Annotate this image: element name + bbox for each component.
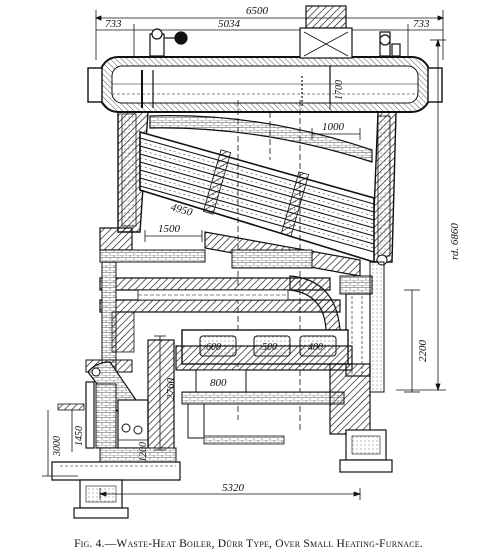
figure-caption-text: Fig. 4.—Waste-Heat Boiler, Dürr Type, Ov… <box>74 538 423 550</box>
dim-top-right: 733 <box>413 18 430 30</box>
dim-flue-height: 1450 <box>74 426 85 446</box>
furnace-ports <box>175 329 371 439</box>
overall-height-dimension <box>396 38 446 392</box>
dim-header-span: 1500 <box>158 223 181 235</box>
left-flue <box>57 339 177 463</box>
dimension-labels: 733 5034 6500 733 1700 1000 4950 1500 rd… <box>52 5 461 494</box>
dim-port-2: 500 <box>262 342 277 353</box>
furnace-setting <box>99 227 385 393</box>
dim-base-length: 5320 <box>222 482 245 494</box>
dim-top-overall: 6500 <box>246 5 269 17</box>
upper-dimension-lines <box>144 66 361 242</box>
dim-drum-height: 1700 <box>334 80 345 100</box>
front-header <box>371 111 397 266</box>
dim-tube-pitch: 1000 <box>322 121 345 133</box>
dim-overall-height: rd. 6860 <box>449 223 461 260</box>
dim-flue-width: 1200 <box>138 442 149 462</box>
dim-top-mid: 5034 <box>218 18 241 30</box>
tube-bank <box>139 115 375 264</box>
dim-tube-length: 4950 <box>169 201 194 219</box>
dim-chamber-height: 2760 <box>165 378 177 401</box>
lower-dimension-lines <box>42 289 420 500</box>
dim-port-3: 400 <box>308 342 323 353</box>
steam-drum <box>87 56 443 113</box>
dim-top-left: 733 <box>105 18 122 30</box>
dim-furnace-height: 2200 <box>417 340 429 363</box>
dim-hearth-width: 800 <box>210 377 227 389</box>
drum-fittings <box>149 5 401 59</box>
dim-port-1: 600 <box>206 342 221 353</box>
boiler-drawing: 733 5034 6500 733 1700 1000 4950 1500 rd… <box>42 5 461 519</box>
figure-caption: Fig. 4.—Waste-Heat Boiler, Dürr Type, Ov… <box>0 538 497 558</box>
dim-foundation-height: 3000 <box>52 436 63 457</box>
top-dimension-lines <box>94 10 445 60</box>
foundation <box>51 429 393 519</box>
